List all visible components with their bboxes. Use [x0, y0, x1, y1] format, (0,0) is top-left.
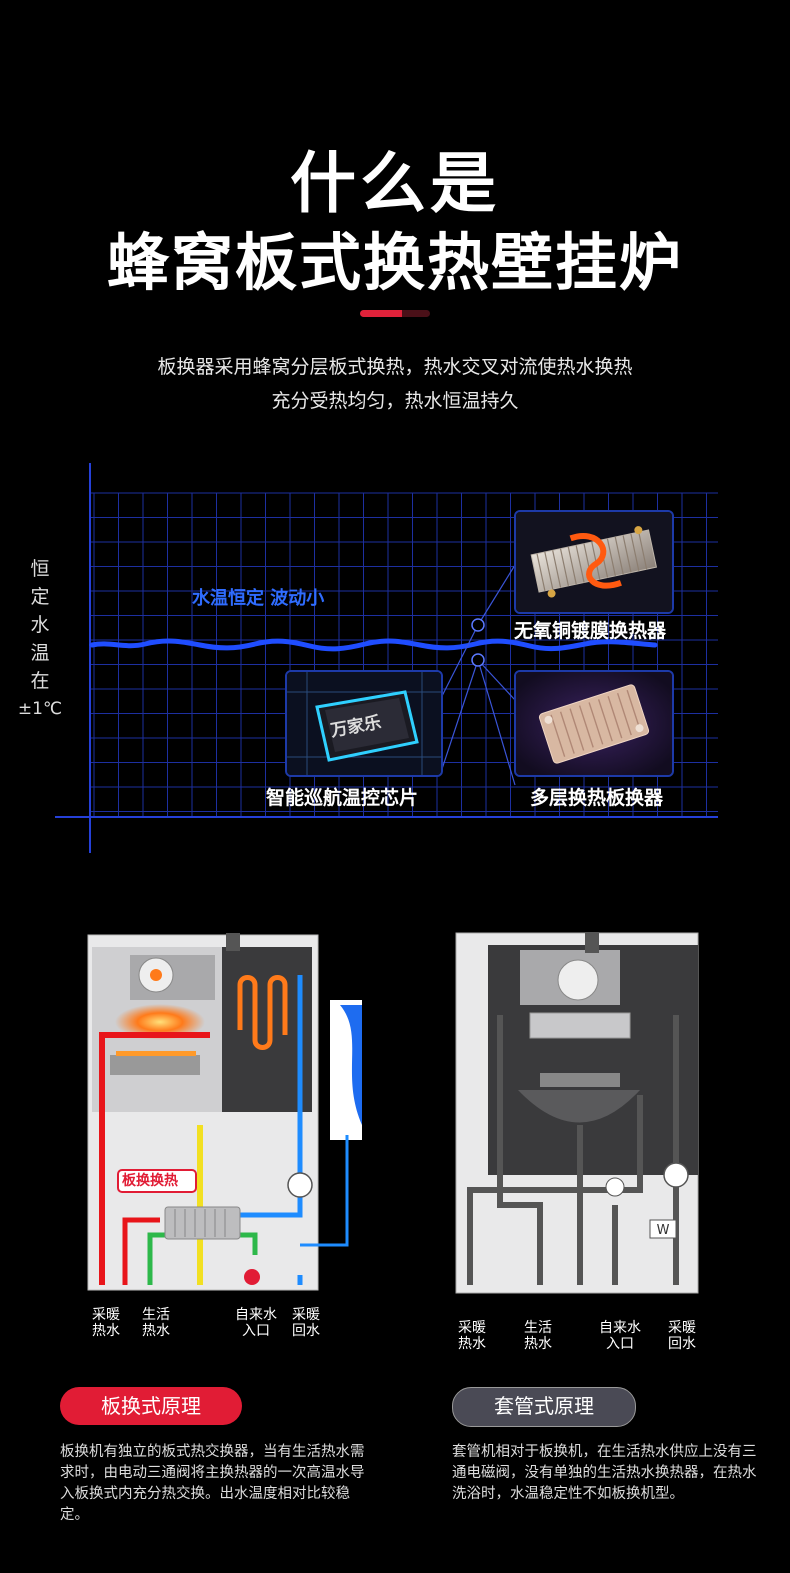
connector-lines	[439, 564, 516, 786]
principle-diagrams: W	[87, 932, 699, 1294]
sleeve-boiler-diagram: W	[455, 932, 699, 1294]
plate-caption: 多层换热板换器	[530, 787, 664, 809]
left-output-tap-inlet: 自来水入口	[235, 1307, 277, 1339]
exchanger-image	[514, 510, 674, 614]
sleeve-principle-badge: 套管式原理	[452, 1387, 636, 1427]
plate-principle-badge: 板换式原理	[60, 1387, 242, 1425]
left-output-heating-return: 采暖回水	[292, 1307, 320, 1339]
subtitle-line-2: 充分受热均匀，热水恒温持久	[271, 390, 519, 412]
y-axis-label: 恒 定 水 温 在 ±1℃	[17, 558, 63, 719]
title-line-2: 蜂窝板式换热壁挂炉	[106, 226, 683, 299]
marker-lower	[471, 653, 485, 667]
right-output-tap-inlet: 自来水入口	[599, 1320, 641, 1352]
subtitle-line-1: 板换器采用蜂窝分层板式换热，热水交叉对流使热水换热	[157, 356, 633, 378]
plate-boiler-diagram	[87, 933, 362, 1291]
left-output-heating-hot: 采暖热水	[92, 1307, 120, 1339]
title-line-1: 什么是	[290, 145, 500, 222]
chip-image	[285, 670, 443, 777]
wave-label: 水温恒定 波动小	[192, 588, 325, 609]
title-accent-bar	[360, 310, 430, 317]
temperature-wave	[89, 638, 658, 652]
right-output-heating-hot: 采暖热水	[458, 1320, 486, 1352]
marker-upper	[471, 618, 485, 632]
chip-caption: 智能巡航温控芯片	[266, 787, 419, 809]
right-output-heating-return: 采暖回水	[668, 1320, 696, 1352]
valve-label: W	[657, 1223, 670, 1238]
sleeve-principle-desc: 套管机相对于板换机，在生活热水供应上没有三通电磁阀，没有单独的生活热水换热器，在…	[452, 1444, 757, 1502]
plate-exchanger-image	[514, 670, 674, 777]
right-output-domestic-hot: 生活热水	[524, 1320, 552, 1352]
plate-principle-desc: 板换机有独立的板式热交换器，当有生活热水需求时，由电动三通阀将主换热器的一次高温…	[60, 1444, 365, 1523]
left-output-domestic-hot: 生活热水	[142, 1307, 170, 1339]
exchanger-caption: 无氧铜镀膜换热器	[514, 620, 667, 642]
plate-exchange-label: 板换换热	[122, 1173, 178, 1189]
